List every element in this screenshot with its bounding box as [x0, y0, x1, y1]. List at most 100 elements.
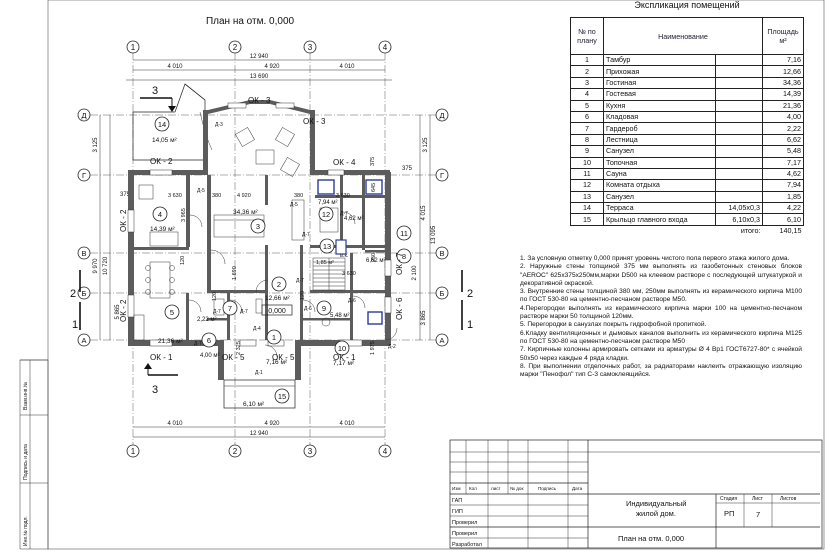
sheet-label: Лист	[752, 496, 764, 502]
row-num: 4	[570, 88, 604, 101]
general-notes: 1. За условную отметку 0,000 принят уров…	[520, 255, 802, 379]
room-number: 8	[402, 252, 406, 261]
section-marks: 3 3 1 2 1 2	[70, 85, 473, 396]
row-name: Гостиная	[603, 76, 716, 90]
margin-label: Взам.инв.№	[23, 382, 29, 410]
note-item: 7. Кирпичные колонны армировать сетками …	[520, 346, 802, 362]
level-mark: 0,000	[268, 308, 286, 315]
dimension-text: 10 720	[103, 256, 109, 275]
door-label: Д-7	[296, 278, 304, 284]
staircase	[312, 257, 346, 291]
axis-label: А	[439, 336, 444, 345]
row-area: 4,62	[762, 167, 804, 181]
room-area: 14,39 м²	[150, 226, 176, 233]
col-name: Наименование	[603, 17, 763, 55]
stamp-col: Подпись	[538, 486, 557, 491]
row-dim	[715, 145, 764, 158]
row-area: 7,16	[762, 53, 804, 67]
window-label: ОК - 1	[333, 353, 356, 362]
window-openings	[127, 102, 392, 347]
row-dim: 14,05x0,3	[715, 202, 764, 215]
axis-label: Б	[440, 289, 445, 298]
dimension-text: 9 970	[93, 258, 99, 274]
row-num: 14	[570, 202, 604, 215]
window-labels: ОК - 3 ОК - 3 ОК - 2 ОК - 4 ОК - 2 ОК - …	[119, 96, 404, 362]
row-name: Санузел	[603, 145, 716, 158]
row-dim: 6,10x0,3	[715, 213, 764, 226]
row-num: 9	[570, 145, 604, 158]
row-num: 5	[570, 99, 604, 112]
top-dimensions: 12 940 4 010 4 920 4 010 13 690	[126, 54, 392, 81]
row-area: 12,66	[762, 65, 804, 78]
vent-label: в.к.	[340, 253, 349, 259]
door-label: Д-1	[255, 370, 263, 376]
window-label: ОК - 5	[222, 353, 245, 362]
dimension-text: 380	[212, 193, 221, 199]
room-number: 11	[400, 229, 408, 238]
room-number: 10	[338, 344, 346, 353]
row-num: 7	[570, 122, 604, 135]
dimension-text: 5 865	[115, 304, 121, 320]
axis-label: В	[439, 249, 444, 258]
margin-label: Инв.№ подл.	[23, 516, 29, 546]
row-area: 4,22	[762, 202, 804, 215]
row-name: Топочная	[603, 156, 716, 169]
room-number: 12	[322, 210, 330, 219]
furniture	[133, 127, 383, 341]
room-number: 13	[323, 242, 331, 251]
note-item: 2. Наружные стены толщиной 375 мм выполн…	[520, 263, 802, 287]
row-name: Терраса	[603, 202, 716, 215]
section-number: 3	[152, 384, 158, 396]
dimension-text: 12 940	[250, 431, 269, 437]
sheets-label: Листов	[780, 496, 797, 502]
room-number: 9	[322, 304, 326, 313]
axis-label: 3	[308, 43, 313, 52]
door-label: Д-6	[304, 306, 312, 312]
note-item: 1. За условную отметку 0,000 принят уров…	[520, 255, 790, 262]
row-area: 4,00	[762, 110, 804, 124]
stamp-role: ГИП	[452, 509, 463, 515]
dimension-text: 4 920	[264, 64, 280, 70]
axis-label: Д	[439, 111, 444, 120]
window-label: ОК - 2	[150, 157, 173, 166]
window-label: ОК - 3	[303, 117, 326, 126]
room-number: 1	[272, 333, 276, 342]
dimension-text: 13 095	[431, 225, 437, 244]
title-block: Изм Кол лист № док Подпись Дата ГАП ГИП …	[449, 439, 823, 549]
row-num: 1	[570, 53, 604, 67]
section-number: 1	[72, 319, 78, 331]
room-area: 21,36 м²	[158, 338, 184, 345]
stamp-role: Проверил	[452, 520, 477, 526]
sheet-frame	[47, 0, 825, 550]
interior-walls	[134, 175, 385, 343]
col-area: Площадь м²	[762, 17, 804, 55]
dimension-text: 3 965	[181, 208, 187, 222]
row-name: Гардероб	[603, 122, 716, 135]
axis-label: Г	[440, 171, 444, 180]
note-item: 5. Перегородки в санузлах покрыть гидроф…	[520, 321, 707, 329]
row-name: Кладовая	[603, 110, 716, 124]
window-label: ОК - 5	[272, 353, 295, 362]
stage-value: РП	[724, 509, 734, 518]
dimension-text: 2 325	[236, 341, 242, 355]
dimension-text: 380	[294, 193, 303, 199]
door-label: Д-7	[213, 309, 221, 315]
dimension-text: 375	[402, 166, 413, 172]
dimension-text: 4 015	[421, 205, 427, 221]
dimension-text: 4 010	[339, 421, 355, 427]
room-number: 4	[158, 210, 162, 219]
room-number: 5	[170, 308, 174, 317]
dimension-text: 4 920	[237, 193, 251, 199]
row-num: 6	[570, 110, 604, 124]
axis-label: А	[81, 336, 86, 345]
row-dim	[715, 88, 764, 101]
